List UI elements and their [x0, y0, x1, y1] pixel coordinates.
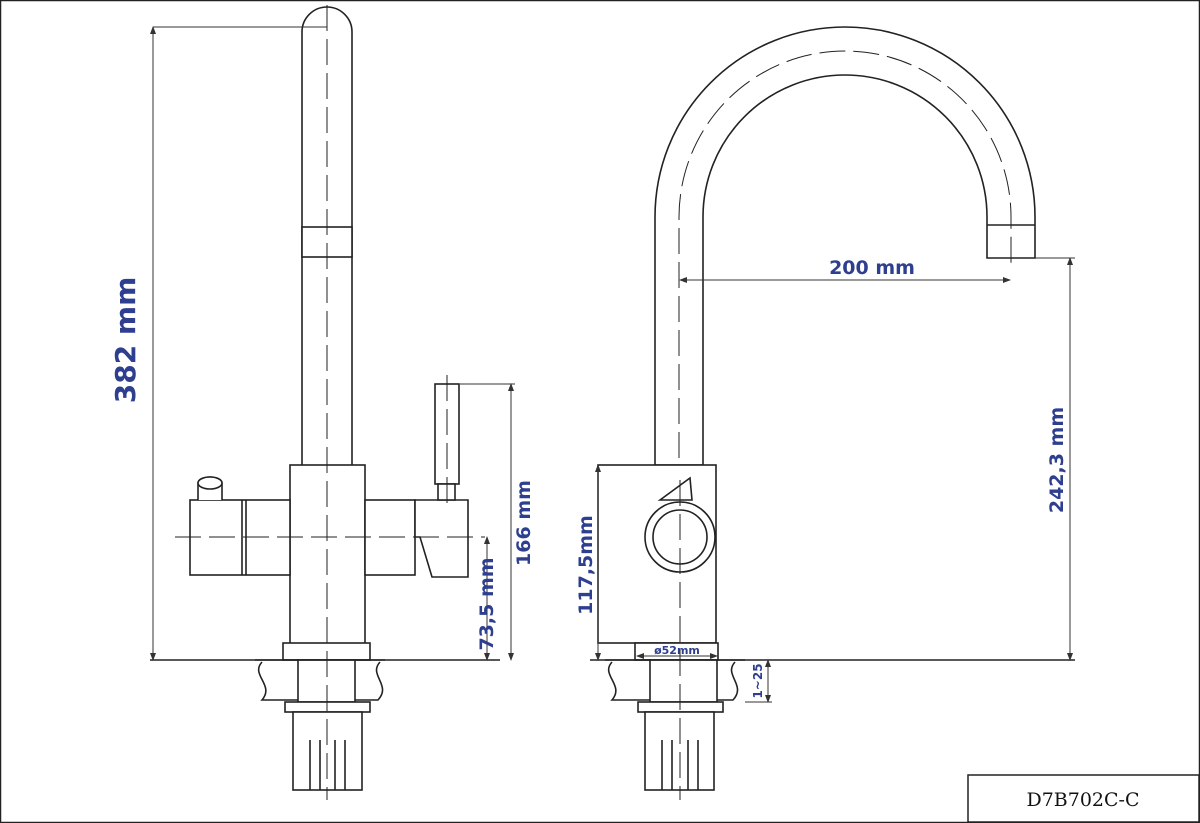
dim-spout-height: 242,3 mm: [1046, 407, 1068, 513]
dim-base-diameter: ø52mm: [654, 644, 700, 657]
dim-counter-thickness: 1~25: [751, 663, 765, 698]
dim-total-height: 382 mm: [109, 277, 142, 404]
dim-handle-height: 166 mm: [513, 480, 535, 566]
dim-arm-height: 73,5 mm: [476, 557, 498, 650]
title-block: [967, 774, 1200, 823]
dim-spout-reach: 200 mm: [829, 257, 915, 279]
side-view-faucet: [590, 26, 1075, 800]
drawing-code: D7B702C-C: [1026, 789, 1139, 811]
dim-body-height: 117,5mm: [575, 515, 597, 615]
front-view-faucet: [150, 5, 500, 800]
